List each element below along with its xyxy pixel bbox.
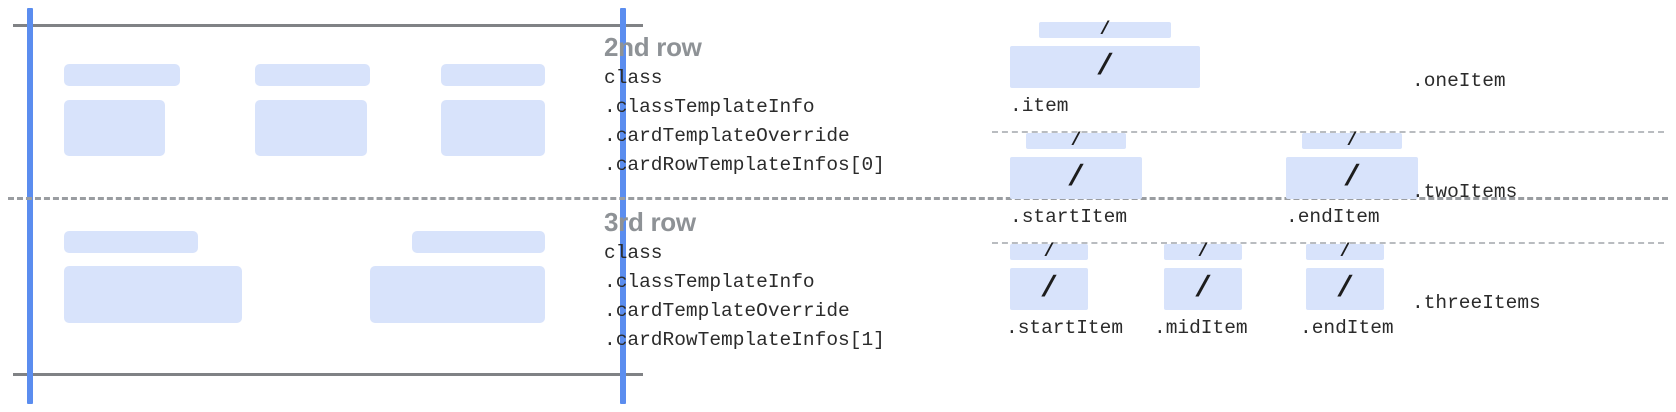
- card-bottom-rule: [13, 373, 643, 376]
- two-items-start-label: .startItem: [1010, 206, 1128, 228]
- two-items-start-cell: / / .startItem: [1010, 131, 1142, 228]
- three-items-mid-bar-main: /: [1164, 268, 1242, 310]
- caption-row2-line4: .cardRowTemplateInfos[0]: [604, 154, 885, 176]
- caption-row3-line2: .classTemplateInfo: [604, 271, 815, 293]
- variant-one-item-name: .oneItem: [1412, 70, 1506, 92]
- one-item-bar-main: /: [1010, 46, 1200, 88]
- two-items-end-bar-main: /: [1286, 157, 1418, 199]
- caption-row3: 3rd row class .classTemplateInfo .cardTe…: [604, 205, 885, 355]
- caption-row3-line1: class: [604, 242, 663, 264]
- row2-cell1-title: [64, 64, 180, 86]
- slash-glyph: /: [1099, 20, 1111, 40]
- slash-glyph: /: [1193, 272, 1212, 306]
- row2-cell2-title: [255, 64, 370, 86]
- caption-row2-line3: .cardTemplateOverride: [604, 125, 850, 147]
- three-items-start-cell: / / .startItem: [1006, 242, 1123, 339]
- slash-glyph: /: [1197, 242, 1209, 262]
- three-items-end-cell: / / .endItem: [1300, 242, 1394, 339]
- variant-three-items-name: .threeItems: [1412, 292, 1541, 314]
- card-top-rule: [13, 24, 643, 27]
- caption-row2: 2nd row class .classTemplateInfo .cardTe…: [604, 30, 885, 180]
- variant-three-items: / / .startItem / / .midItem /: [984, 242, 1676, 359]
- slash-glyph: /: [1346, 131, 1358, 151]
- one-item-label: .item: [1010, 95, 1069, 117]
- row2-cell1-body: [64, 100, 165, 156]
- variant-separator-1: [992, 131, 1664, 133]
- three-items-end-bar-main: /: [1306, 268, 1384, 310]
- variant-one-item: / / .item .oneItem: [984, 20, 1676, 130]
- three-items-mid-label: .midItem: [1154, 317, 1248, 339]
- one-item-cell: / / .item: [1010, 20, 1200, 117]
- three-items-end-label: .endItem: [1300, 317, 1394, 339]
- item-variants: / / .item .oneItem / / .startItem: [984, 0, 1676, 412]
- slash-glyph: /: [1066, 161, 1085, 195]
- slash-glyph: /: [1339, 242, 1351, 262]
- two-items-end-cell: / / .endItem: [1286, 131, 1418, 228]
- slash-glyph: /: [1039, 272, 1058, 306]
- three-items-start-label: .startItem: [1006, 317, 1124, 339]
- two-items-start-bar-top: /: [1026, 131, 1126, 151]
- row2-cell3-title: [441, 64, 545, 86]
- three-items-start-bar-top: /: [1010, 242, 1088, 262]
- caption-row3-line3: .cardTemplateOverride: [604, 300, 850, 322]
- variant-two-items-name: .twoItems: [1412, 181, 1518, 203]
- three-items-end-bar-top: /: [1306, 242, 1384, 262]
- card-left-guide: [27, 8, 33, 404]
- row3-cell2-body: [370, 266, 545, 323]
- row-captions: 2nd row class .classTemplateInfo .cardTe…: [604, 0, 984, 412]
- three-items-mid-bar-top: /: [1164, 242, 1242, 262]
- slash-glyph: /: [1070, 131, 1082, 151]
- two-items-end-bar-top: /: [1302, 131, 1402, 151]
- caption-row3-line4: .cardRowTemplateInfos[1]: [604, 329, 885, 351]
- caption-row3-title: 3rd row: [604, 207, 696, 237]
- slash-glyph: /: [1342, 161, 1361, 195]
- caption-row2-line1: class: [604, 67, 663, 89]
- two-items-start-bar-main: /: [1010, 157, 1142, 199]
- slash-glyph: /: [1335, 272, 1354, 306]
- card-template-preview: [0, 0, 660, 412]
- row2-cell2-body: [255, 100, 367, 156]
- slash-glyph: /: [1043, 242, 1055, 262]
- two-items-end-label: .endItem: [1286, 206, 1380, 228]
- one-item-bar-top: /: [1039, 20, 1171, 40]
- slash-glyph: /: [1095, 50, 1114, 84]
- three-items-start-bar-main: /: [1010, 268, 1088, 310]
- row3-cell1-body: [64, 266, 242, 323]
- row3-cell1-title: [64, 231, 198, 253]
- caption-row2-title: 2nd row: [604, 32, 702, 62]
- variant-two-items: / / .startItem / / .endItem .twoItems: [984, 131, 1676, 241]
- three-items-mid-cell: / / .midItem: [1154, 242, 1248, 339]
- caption-row2-line2: .classTemplateInfo: [604, 96, 815, 118]
- row-divider-dashed: [8, 197, 1668, 200]
- card-right-guide: [620, 8, 626, 404]
- row2-cell3-body: [441, 100, 545, 156]
- variant-separator-2: [992, 242, 1664, 244]
- row3-cell2-title: [412, 231, 545, 253]
